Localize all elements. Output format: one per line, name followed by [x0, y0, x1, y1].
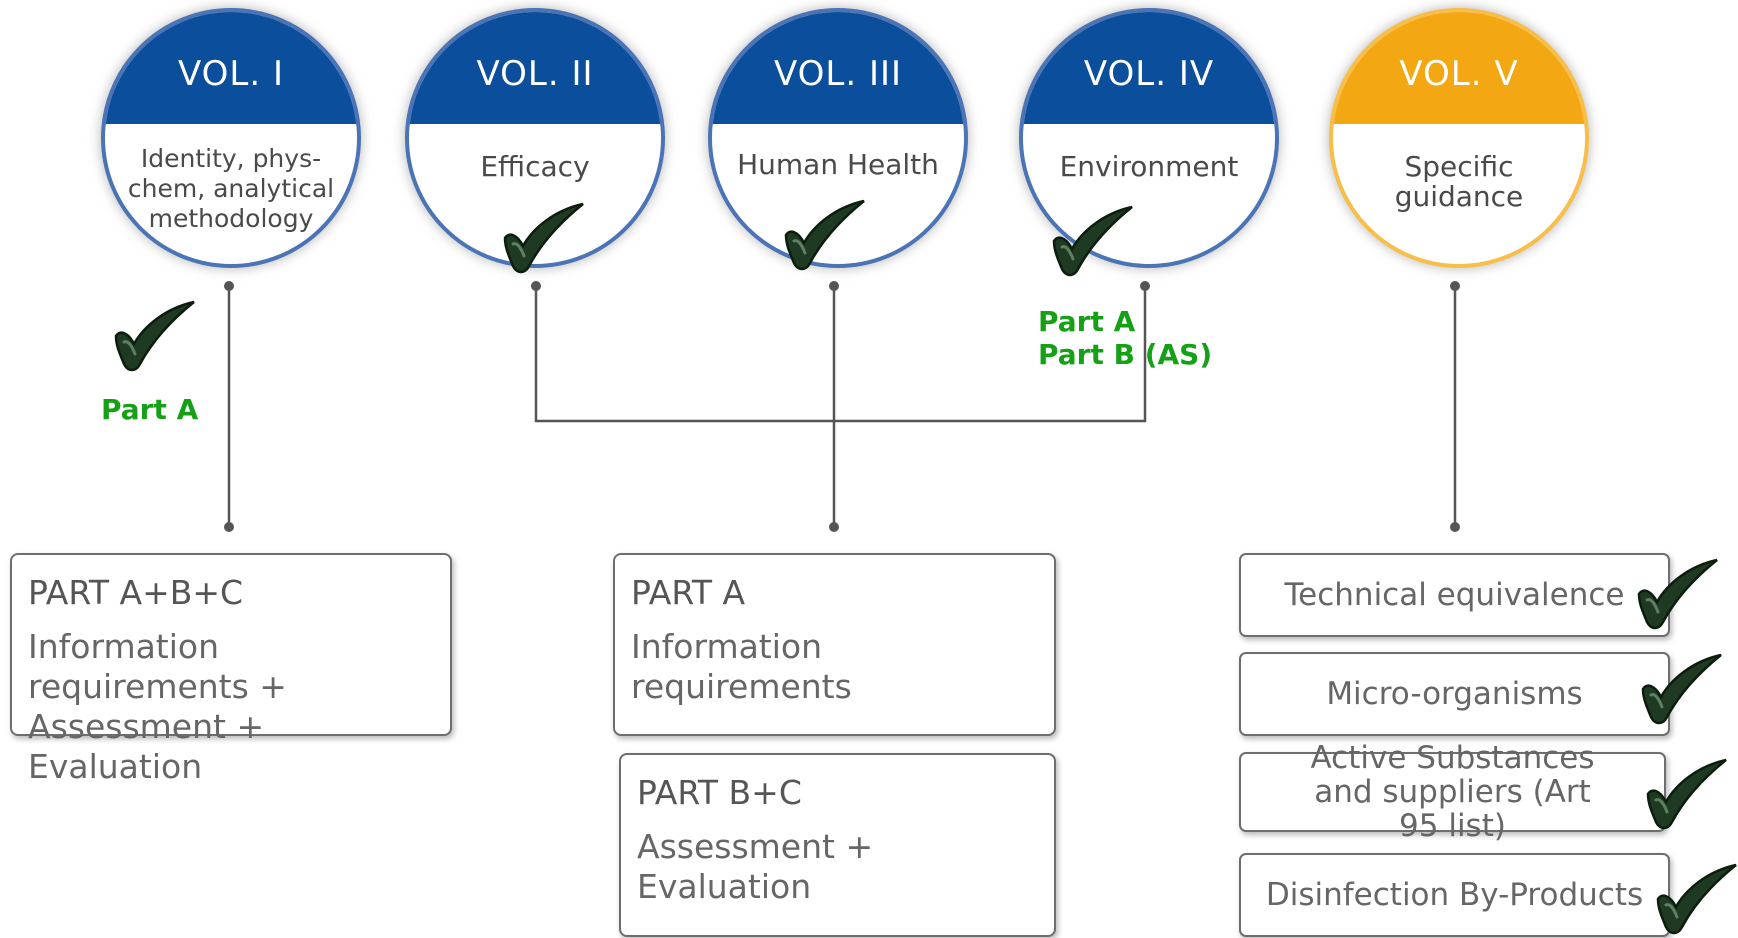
box-part-abc-desc: Information requirements + Assessment + … — [28, 627, 287, 786]
checkmark-icon — [784, 199, 866, 271]
volume-3-subtitle: Human Health — [737, 148, 939, 181]
vol4-part-b-label: Part B (AS) — [1038, 338, 1213, 371]
checkmark-icon — [1641, 653, 1723, 725]
volume-2-cap — [409, 12, 661, 124]
guidance-disinfection-by-products: Disinfection By-Products — [1239, 853, 1670, 937]
volume-4: VOL. IV Environment — [1019, 8, 1279, 268]
box-part-a: PART A Information requirements — [613, 553, 1056, 736]
checkmark-icon — [1656, 863, 1738, 935]
connector-vol2-vol4 — [534, 286, 1147, 423]
volume-5: VOL. V Specific guidance — [1329, 8, 1589, 268]
vol1-part-label: Part A — [101, 393, 199, 426]
connector-dot — [224, 522, 234, 532]
guidance-technical-equivalence: Technical equivalence — [1239, 553, 1670, 637]
volume-5-cap — [1333, 12, 1585, 124]
volume-4-title: VOL. IV — [1083, 54, 1215, 94]
volume-1-subtitle: Identity, phys-chem, analytical methodol… — [127, 144, 335, 233]
connector-dot — [829, 522, 839, 532]
volume-4-subtitle: Environment — [1059, 150, 1239, 183]
vol4-part-a-label: Part A — [1038, 305, 1136, 338]
checkmark-icon — [1052, 205, 1134, 277]
box-part-a-head: PART A — [631, 573, 746, 612]
volume-1: VOL. I Identity, phys-chem, analytical m… — [101, 8, 361, 268]
connector-dot — [1140, 281, 1150, 291]
volume-2-title: VOL. II — [476, 54, 594, 94]
guidance-micro-organisms: Micro-organisms — [1239, 652, 1670, 736]
checkmark-icon — [1637, 558, 1719, 630]
box-part-bc: PART B+C Assessment + Evaluation — [619, 753, 1056, 937]
connector-dot — [1450, 522, 1460, 532]
volume-2: VOL. II Efficacy — [405, 8, 665, 268]
volume-1-title: VOL. I — [177, 54, 284, 94]
connector-dot — [1450, 281, 1460, 291]
checkmark-icon — [503, 202, 585, 274]
guidance-active-substances: Active Substances and suppliers (Art 95 … — [1239, 741, 1666, 843]
connector-dot — [224, 281, 234, 291]
box-part-bc-desc: Assessment + Evaluation — [637, 827, 874, 906]
box-part-bc-head: PART B+C — [637, 773, 802, 812]
box-part-abc-head: PART A+B+C — [28, 573, 244, 612]
box-part-abc: PART A+B+C Information requirements + As… — [10, 553, 452, 786]
connector-dot — [829, 281, 839, 291]
volume-5-subtitle: Specific guidance — [1394, 150, 1524, 213]
connector-dot — [531, 281, 541, 291]
volume-4-cap — [1023, 12, 1275, 124]
checkmark-icon — [114, 300, 196, 372]
checkmark-icon — [1646, 758, 1728, 830]
volume-3-title: VOL. III — [773, 54, 903, 94]
volume-1-cap — [105, 12, 357, 124]
box-part-a-desc: Information requirements — [631, 627, 852, 706]
volume-5-title: VOL. V — [1399, 54, 1519, 94]
volume-3-cap — [712, 12, 964, 124]
volume-2-subtitle: Efficacy — [480, 150, 590, 183]
